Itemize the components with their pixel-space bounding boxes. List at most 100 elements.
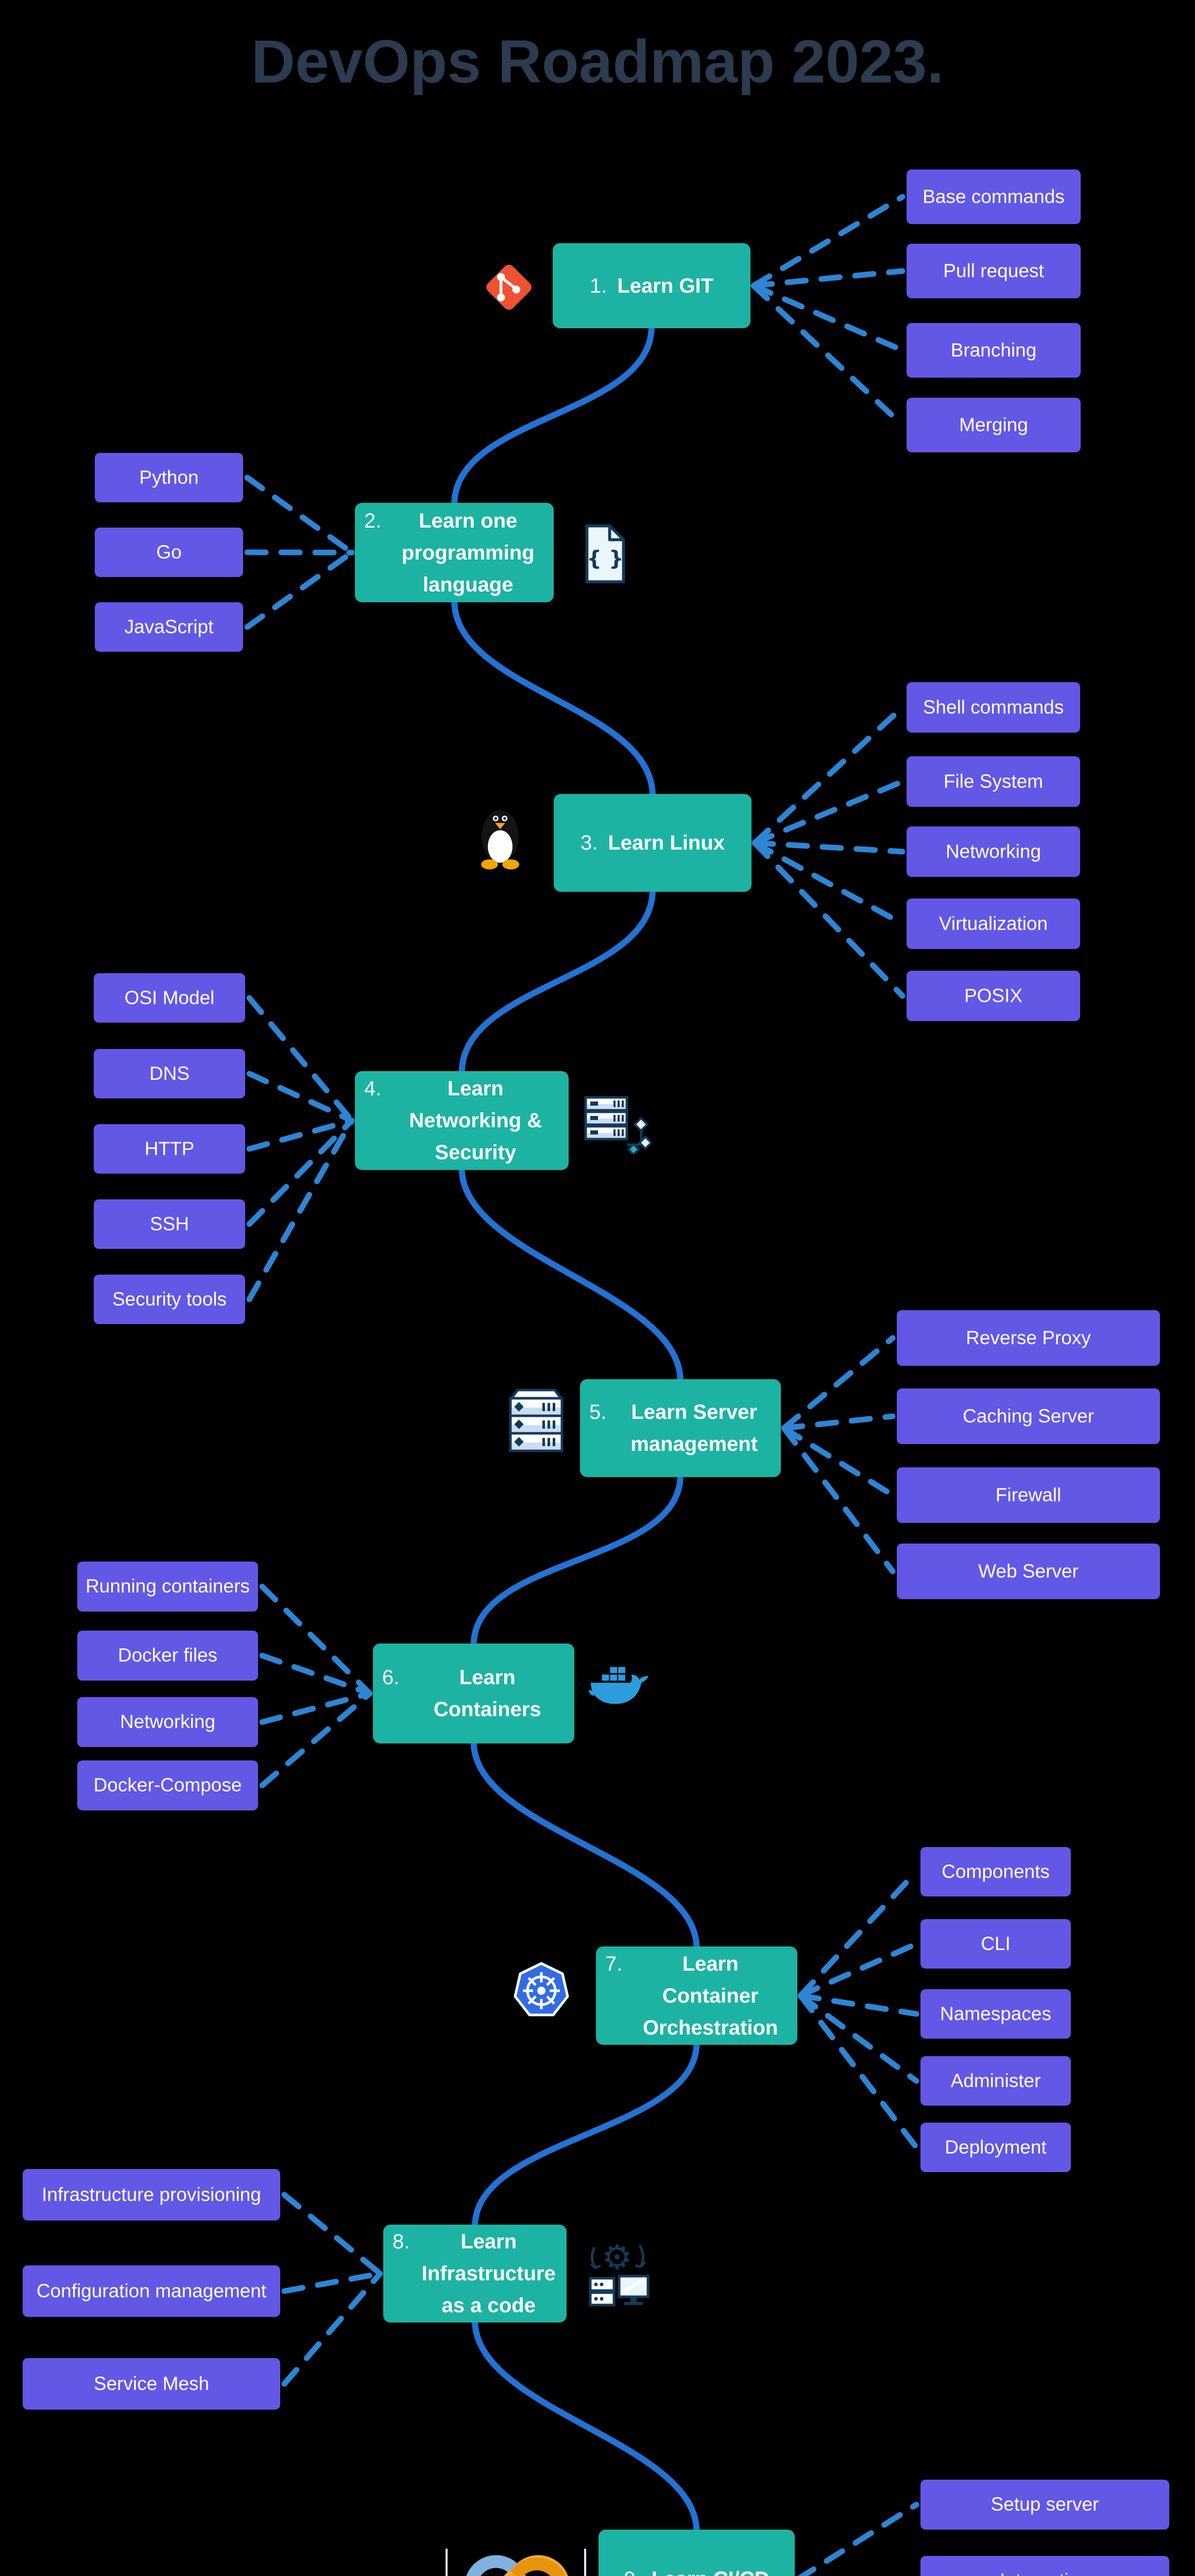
chain-curve xyxy=(451,597,656,799)
topic-box: Deployment xyxy=(920,2123,1071,2172)
topic-box: Setup server xyxy=(920,2480,1169,2530)
topic-box: Running containers xyxy=(77,1562,258,1612)
svg-text:⚙: ⚙ xyxy=(602,2238,632,2277)
topic-label: Service Mesh xyxy=(93,2372,210,2394)
dashed-connector xyxy=(797,1941,919,1998)
node-label: Learn Server management xyxy=(630,1401,758,1455)
page-title: DevOps Roadmap 2023. xyxy=(251,28,944,96)
topic-box: File System xyxy=(907,756,1080,807)
kubernetes-icon xyxy=(511,1961,571,2021)
dashed-connector xyxy=(750,283,906,353)
dashed-connector xyxy=(281,2270,383,2294)
topic-label: Deployment xyxy=(945,2136,1047,2158)
node-number: 9. xyxy=(624,2563,641,2576)
topic-box: Configuration management xyxy=(23,2265,280,2317)
topic-label: Running containers xyxy=(86,1575,250,1597)
topic-box: Networking xyxy=(77,1697,258,1747)
topic-box: Namespaces xyxy=(920,1989,1071,2039)
topic-box: CLI xyxy=(920,1919,1071,1969)
topic-box: JavaScript xyxy=(95,602,243,652)
dashed-connector xyxy=(246,1117,355,1302)
topic-label: Networking xyxy=(945,840,1042,862)
chain-curve xyxy=(458,1165,684,1384)
topic-box: Pull request xyxy=(907,244,1081,298)
topic-box: Networking xyxy=(907,826,1080,877)
server-network-icon xyxy=(584,1094,652,1154)
roadmap-node-6: 6.Learn Containers xyxy=(373,1643,574,1743)
topic-label: Merging xyxy=(959,414,1028,435)
topic-label: Pull request xyxy=(943,260,1044,281)
topic-box: Reverse Proxy xyxy=(897,1310,1160,1366)
chain-curve xyxy=(451,323,655,508)
topic-label: Configuration management xyxy=(36,2280,267,2301)
node-number: 3. xyxy=(580,832,598,854)
dashed-connector xyxy=(797,1993,919,2150)
topic-box: Components xyxy=(920,1847,1071,1896)
svg-text:{ }: { } xyxy=(587,547,623,571)
dashed-connector xyxy=(797,1869,919,1998)
dashed-connector xyxy=(246,995,355,1124)
topic-box: Security tools xyxy=(94,1275,245,1324)
topic-box: Infrastructure provisioning xyxy=(23,2169,280,2221)
chain-curve xyxy=(470,1738,700,1952)
dashed-connector xyxy=(752,778,906,846)
roadmap-node-9: 9.Learn CI/CD xyxy=(599,2530,795,2576)
topic-label: Networking xyxy=(120,1711,216,1733)
roadmap-node-2: 2.Learn one programming language xyxy=(355,503,554,602)
topic-label: Components xyxy=(942,1860,1050,1882)
topic-label: Docker files xyxy=(117,1645,218,1666)
dashed-connector xyxy=(752,840,906,927)
topic-box: Web Server xyxy=(897,1544,1160,1599)
topic-box: DNS xyxy=(94,1049,245,1098)
topic-label: POSIX xyxy=(964,985,1023,1006)
code-file-icon: { } xyxy=(580,521,629,586)
node-label: Learn Container Orchestration xyxy=(643,1952,778,2039)
topic-box: Shell commands xyxy=(907,682,1080,733)
tux-icon xyxy=(471,802,529,872)
dashed-connector xyxy=(259,1690,373,1788)
topic-box: Caching Server xyxy=(897,1388,1160,1444)
topic-label: Branching xyxy=(950,339,1037,361)
dashed-connector xyxy=(750,268,906,289)
dashed-connector xyxy=(259,1584,373,1697)
topic-label: File System xyxy=(943,770,1044,792)
node-label: Learn Networking & Security xyxy=(409,1077,542,1164)
topic-label: Base commands xyxy=(923,185,1065,207)
node-label: Learn Infrastructure as a code xyxy=(421,2230,556,2317)
topic-label: Python xyxy=(139,466,199,488)
topic-box: Python xyxy=(95,453,243,502)
chain-curve xyxy=(470,1472,684,1649)
node-number: 4. xyxy=(364,1077,382,1100)
topic-box: Virtualization xyxy=(907,899,1080,949)
devops-infinity-icon xyxy=(445,2541,587,2576)
topic-label: Shell commands xyxy=(923,696,1064,718)
topic-label: HTTP xyxy=(144,1138,195,1159)
topic-label: Namespaces xyxy=(940,2003,1051,2024)
topic-box: Branching xyxy=(907,323,1081,378)
topic-box: Firewall xyxy=(897,1467,1160,1523)
roadmap-node-4: 4. Learn Networking & Security xyxy=(355,1071,569,1170)
topic-label: OSI Model xyxy=(124,987,215,1008)
topic-box: Service Mesh xyxy=(23,2358,280,2410)
node-label: Learn Linux xyxy=(608,832,725,854)
chain-curve xyxy=(472,2317,700,2535)
topic-label: Firewall xyxy=(995,1484,1062,1505)
roadmap-node-7: 7.Learn Container Orchestration xyxy=(596,1946,797,2045)
topic-label: Setup server xyxy=(991,2494,1099,2515)
dashed-connector xyxy=(781,1335,896,1431)
roadmap-node-5: 5. Learn Server management xyxy=(580,1379,781,1477)
topic-box: Docker files xyxy=(77,1631,258,1681)
topic-label: Virtualization xyxy=(938,912,1048,934)
topic-box: Docker-Compose xyxy=(77,1760,258,1810)
topic-label: Caching Server xyxy=(962,1405,1094,1427)
node-number: 6. xyxy=(382,1666,400,1689)
chain-curve xyxy=(458,887,656,1076)
node-label: Learn GIT xyxy=(617,274,714,297)
node-number: 5. xyxy=(589,1401,607,1423)
server-rack-icon xyxy=(506,1386,566,1456)
roadmap-node-3: 3. Learn Linux xyxy=(554,794,752,892)
dashed-connector xyxy=(752,840,906,999)
dashed-connector xyxy=(797,2502,919,2576)
roadmap-node-1: 1.Learn GIT xyxy=(553,243,750,328)
